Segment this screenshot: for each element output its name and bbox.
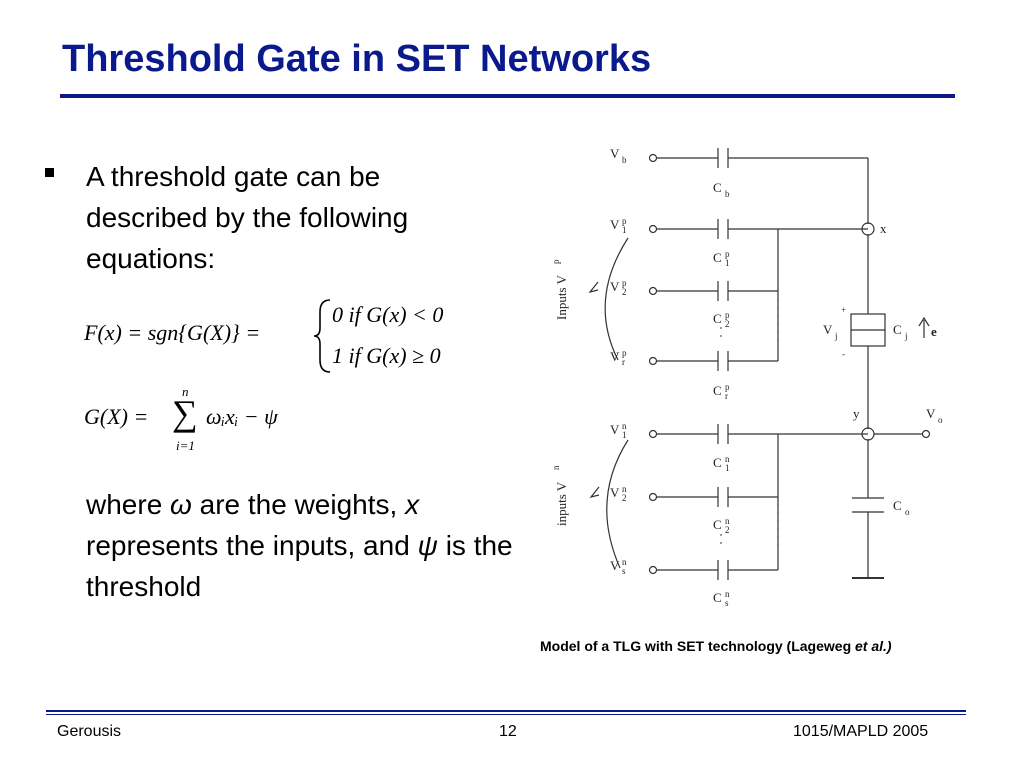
c1p-label: C: [713, 250, 722, 265]
cj-sub: j: [904, 331, 908, 341]
crp-sup: p: [725, 382, 730, 392]
equation-case-2: 1 if G(x) ≥ 0: [332, 343, 441, 368]
v2n-sub: 2: [622, 493, 627, 503]
c2p-sub: 2: [725, 319, 730, 329]
sum-symbol-icon: ∑: [172, 393, 198, 433]
caption-italic: et al.): [855, 638, 892, 654]
title-underline: [60, 94, 955, 98]
where-prefix: where: [86, 489, 171, 520]
sum-lower-limit: i=1: [176, 438, 195, 453]
c1n-sub: 1: [725, 463, 730, 473]
inputs-n-arc: [606, 439, 629, 569]
v2p-label: V: [610, 279, 620, 294]
crp-sub: r: [725, 391, 728, 401]
vsn-sup: n: [622, 557, 627, 567]
vsn-terminal: [648, 565, 658, 575]
footer-conference: 1015/MAPLD 2005: [793, 723, 929, 740]
footer-page-number: 12: [499, 723, 517, 740]
vb-label: V: [610, 146, 620, 161]
cj-label: C: [893, 322, 902, 337]
node-x: [861, 222, 875, 236]
inputs-p-arc: [604, 237, 629, 361]
v1n-label: V: [610, 422, 620, 437]
e-label: e: [931, 324, 937, 339]
inputs-p-sup: p: [551, 259, 561, 264]
minus-sign: -: [842, 349, 845, 359]
crp-label: C: [713, 383, 722, 398]
where-mid-2: represents the inputs, and: [86, 530, 418, 561]
plus-sign: +: [841, 305, 846, 315]
vrp-label: V: [610, 349, 620, 364]
c2n-sup: n: [725, 516, 730, 526]
where-suffix: is the threshold: [86, 530, 513, 602]
vb-terminal: [648, 153, 658, 163]
tlg-circuit-diagram: V b C b V p 1 V p 2 V p r C p 1 C p 2 C …: [551, 146, 943, 608]
c2n-sub: 2: [725, 525, 730, 535]
v1n-sub: 1: [622, 430, 627, 440]
bullet-text: A threshold gate can be described by the…: [86, 161, 409, 274]
footer-rule-bottom: [46, 714, 966, 715]
y-node-label: y: [853, 406, 860, 421]
vj-sub: j: [834, 331, 838, 341]
v1p-terminal: [648, 224, 658, 234]
v2p-sub: 2: [622, 287, 627, 297]
co-sub: o: [905, 507, 910, 517]
csn-sup: n: [725, 589, 730, 599]
equation-g-rhs: ωᵢxᵢ − ψ: [206, 404, 278, 429]
v1p-sup: p: [622, 216, 627, 226]
figure-caption: Model of a TLG with SET technology (Lage…: [540, 638, 892, 654]
vsn-label: V: [610, 558, 620, 573]
caption-text: Model of a TLG with SET technology (Lage…: [540, 638, 856, 654]
v2n-terminal: [648, 492, 658, 502]
x-node-label: x: [880, 221, 887, 236]
csn-sub: s: [725, 598, 729, 608]
v2p-terminal: [648, 286, 658, 296]
vrp-sub: r: [622, 357, 625, 367]
v2n-label: V: [610, 485, 620, 500]
v1n-terminal: [648, 429, 658, 439]
vo-label: V: [926, 406, 936, 421]
slide-title: Threshold Gate in SET Networks: [62, 38, 652, 80]
c1n-sup: n: [725, 454, 730, 464]
vo-terminal: [921, 429, 931, 439]
where-mid-1: are the weights,: [191, 489, 406, 520]
psi-symbol: ψ: [417, 530, 438, 561]
vsn-sub: s: [622, 566, 626, 576]
v2n-sup: n: [622, 484, 627, 494]
vj-label: V: [823, 322, 833, 337]
c2p-sup: p: [725, 310, 730, 320]
inputs-n-label: inputs V: [554, 481, 569, 526]
c2n-label: C: [713, 517, 722, 532]
bullet-square-icon: [45, 168, 54, 177]
cb-label: C: [713, 180, 722, 195]
where-text: where ω are the weights, x represents th…: [86, 484, 516, 607]
sum-upper-limit: n: [182, 384, 189, 399]
omega-symbol: ω: [170, 489, 192, 520]
footer-author: Gerousis: [57, 723, 122, 740]
v1n-sup: n: [622, 421, 627, 431]
co-label: C: [893, 498, 902, 513]
v2p-sup: p: [622, 278, 627, 288]
cb-sub: b: [725, 189, 730, 199]
vrp-sup: p: [622, 348, 627, 358]
c1p-sub: 1: [725, 258, 730, 268]
v1p-label: V: [610, 217, 620, 232]
x-symbol: x: [405, 489, 420, 520]
footer-rule-top: [46, 710, 966, 712]
c2p-label: C: [713, 311, 722, 326]
c1n-label: C: [713, 455, 722, 470]
c1p-sup: p: [725, 249, 730, 259]
v1p-sub: 1: [622, 225, 627, 235]
vb-sub: b: [622, 155, 627, 165]
brace-icon: [313, 299, 331, 373]
equation-f-lhs: F(x) = sgn{G(X)} =: [84, 320, 261, 345]
inputs-p-label: Inputs V: [554, 274, 569, 320]
equation-g-lhs: G(X) =: [84, 404, 149, 429]
csn-label: C: [713, 590, 722, 605]
vrp-terminal: [648, 356, 658, 366]
equation-case-1: 0 if G(x) < 0: [332, 302, 444, 327]
inputs-n-sup: n: [551, 465, 561, 470]
vo-sub: o: [938, 415, 943, 425]
